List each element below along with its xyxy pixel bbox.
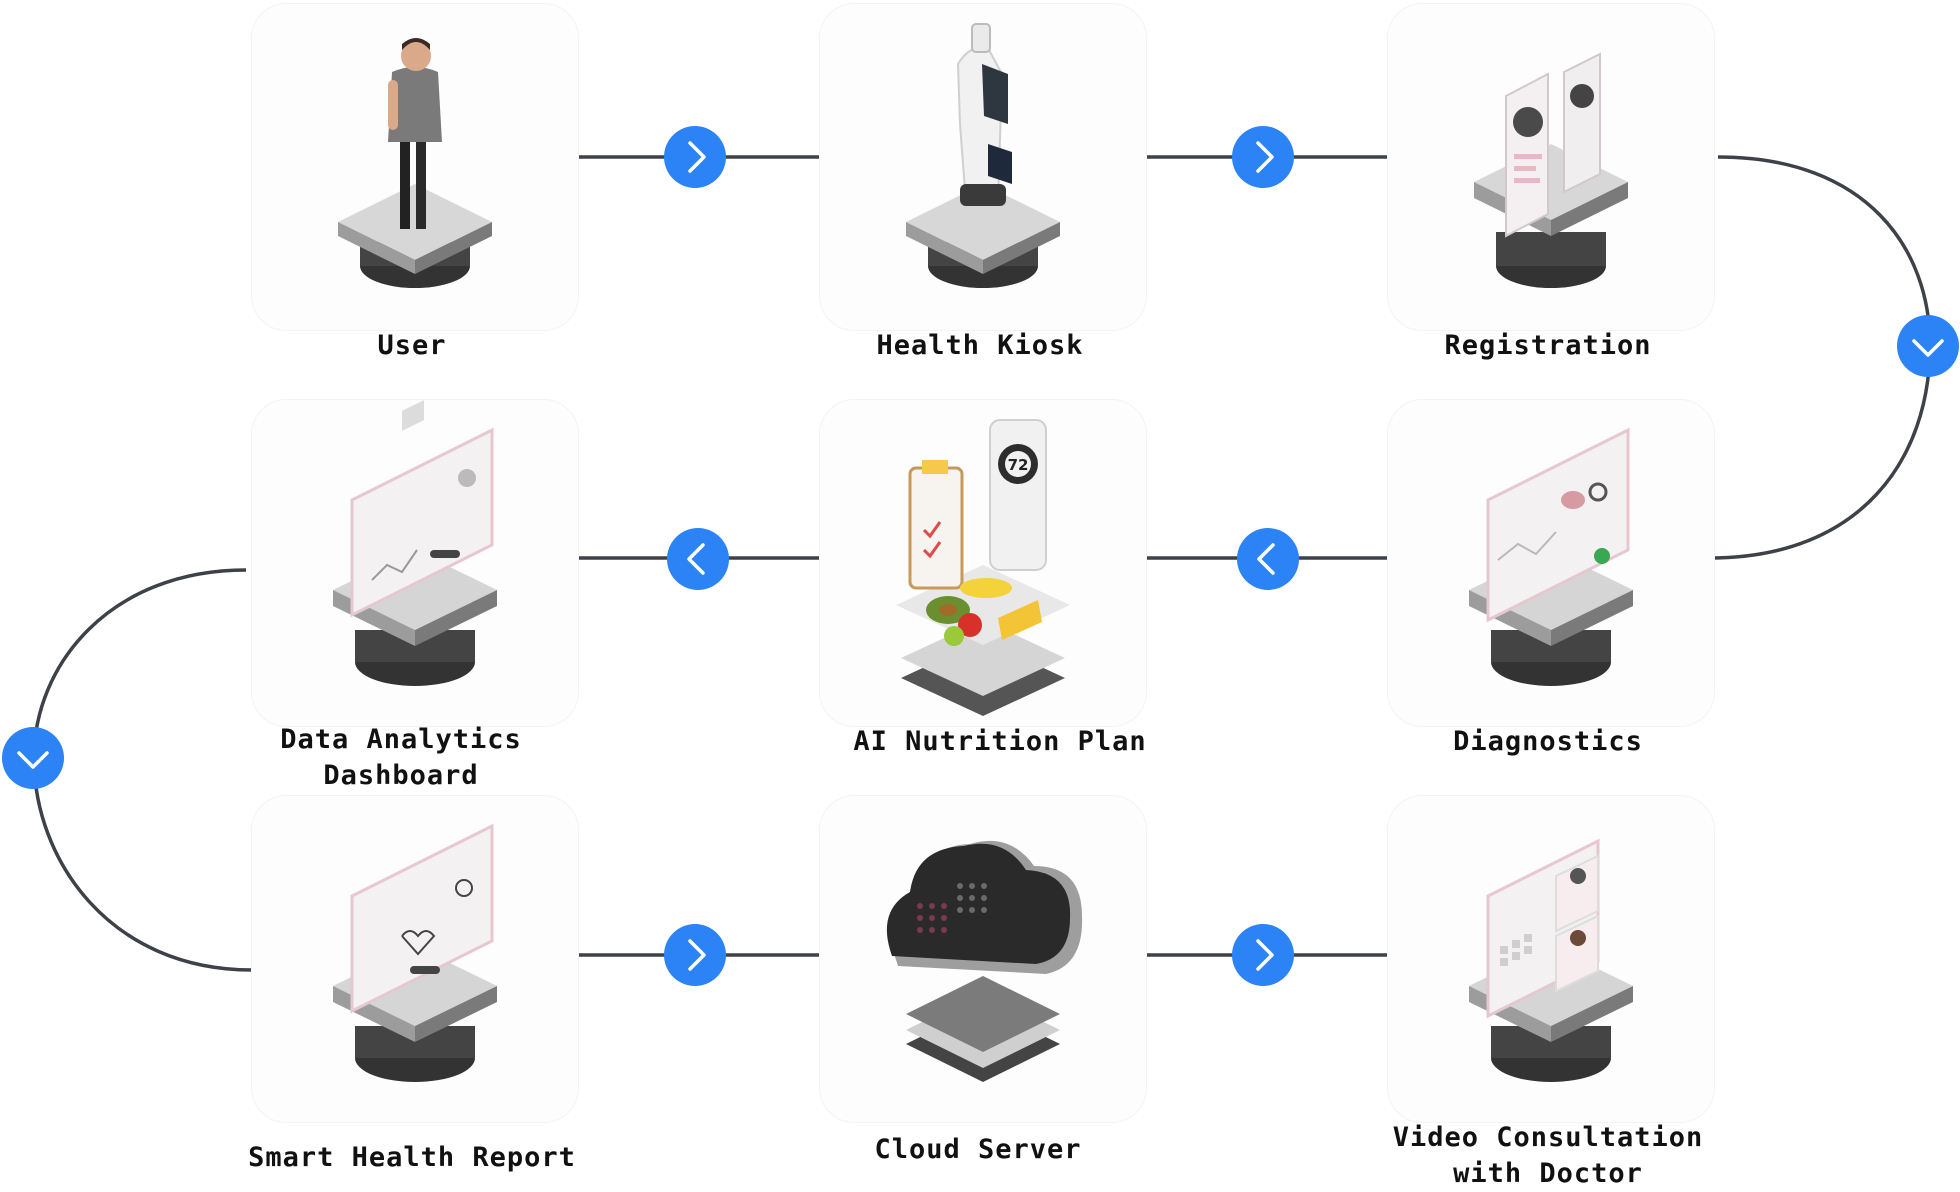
step-label-ai-nutrition-plan: AI Nutrition Plan [853,726,1147,757]
report-screen-icon [333,823,497,1082]
step-card-diagnostics [1388,400,1714,726]
arrow-button-kiosk-to-registration[interactable] [1232,126,1294,188]
person-standing-icon [338,38,492,288]
arrow-button-cloud-to-video[interactable] [1232,924,1294,986]
chevron-left-icon [1257,543,1275,575]
step-label-data-analytics-dashboard: Data Analytics Dashboard [280,724,522,791]
chevron-down-icon [1912,339,1944,357]
chevron-left-icon [687,543,705,575]
chevron-right-icon [688,141,706,173]
step-card-health-kiosk [820,4,1146,330]
step-label-smart-health-report: Smart Health Report [248,1142,576,1173]
arrow-button-nutrition-to-analytics[interactable] [667,528,729,590]
step-card-data-analytics-dashboard [252,400,578,726]
analytics-screen-icon [333,400,497,686]
step-label-cloud-server: Cloud Server [874,1134,1082,1165]
step-card-ai-nutrition-plan: 72 [820,400,1146,726]
step-card-video-consultation [1388,796,1714,1122]
chevron-down-icon [17,751,49,769]
step-label-diagnostics: Diagnostics [1453,726,1643,757]
svg-text:72: 72 [1008,456,1029,474]
arrow-button-report-to-cloud[interactable] [664,924,726,986]
chevron-right-icon [688,939,706,971]
step-label-user: User [377,330,447,361]
video-call-icon [1469,838,1633,1082]
step-card-user [252,4,578,330]
profile-card-icon [1474,52,1628,288]
diagnostics-screen-icon [1469,427,1633,686]
arrow-button-user-to-kiosk[interactable] [664,126,726,188]
step-label-video-consultation: Video Consultation with Doctor [1392,1122,1704,1189]
kiosk-robot-icon [906,23,1060,288]
nutrition-food-icon: 72 [896,419,1070,716]
step-label-health-kiosk: Health Kiosk [876,330,1084,361]
arrow-button-analytics-to-report[interactable] [2,727,64,789]
step-card-smart-health-report [252,796,578,1122]
cloud-server-icon [886,840,1083,1082]
step-card-cloud-server [820,796,1146,1122]
chevron-right-icon [1256,939,1274,971]
chevron-right-icon [1256,141,1274,173]
arrow-button-registration-to-diagnostics[interactable] [1897,315,1959,377]
step-card-registration [1388,4,1714,330]
step-label-registration: Registration [1444,330,1652,361]
arrow-button-diagnostics-to-nutrition[interactable] [1237,528,1299,590]
